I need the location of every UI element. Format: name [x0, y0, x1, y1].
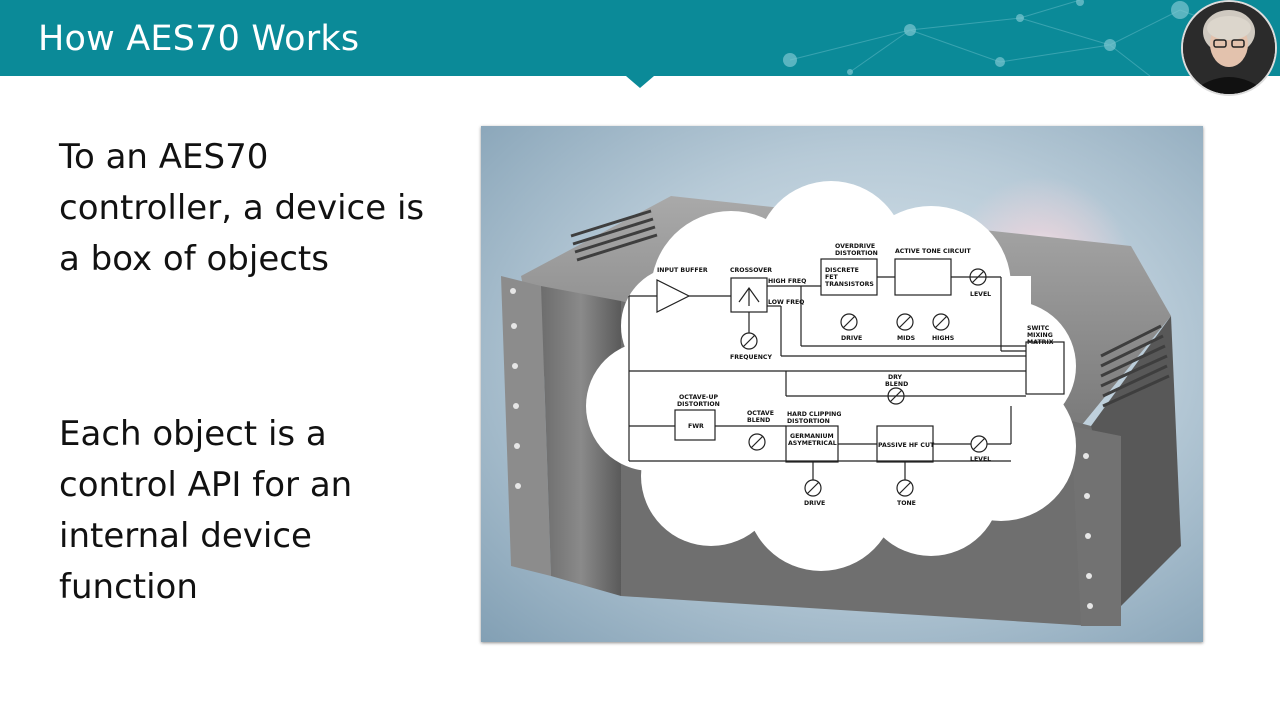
slide-header: How AES70 Works [0, 0, 1280, 76]
diagram-label: DRIVE [804, 500, 825, 507]
device-diagram-image: INPUT BUFFER CROSSOVER HIGH FREQ LOW FRE… [481, 126, 1203, 642]
diagram-label: DRIVE [841, 335, 862, 342]
presenter-webcam [1181, 0, 1277, 96]
diagram-label: LEVEL [970, 456, 991, 463]
diagram-label: MIDS [897, 335, 915, 342]
diagram-label: DISCRETE [825, 267, 859, 274]
diagram-label: DISTORTION [835, 250, 878, 257]
diagram-label: HIGHS [932, 335, 954, 342]
bullet-list: To an AES70 controller, a device is a bo… [59, 132, 439, 613]
diagram-label: FET [825, 274, 838, 281]
diagram-label: TRANSISTORS [825, 281, 874, 288]
diagram-label: INPUT BUFFER [657, 267, 708, 274]
slide-title: How AES70 Works [38, 19, 360, 59]
header-notch [626, 76, 654, 88]
diagram-label: OVERDRIVE [835, 243, 875, 250]
diagram-label: DRY [888, 374, 903, 381]
diagram-label: ASYMETRICAL [788, 440, 837, 447]
bullet-item: To an AES70 controller, a device is a bo… [59, 137, 425, 279]
diagram-label: DISTORTION [677, 401, 720, 408]
diagram-label: OCTAVE [747, 410, 774, 417]
diagram-label: BLEND [747, 417, 770, 424]
network-decoration [783, 0, 1265, 76]
diagram-label: TONE [897, 500, 916, 507]
bullet-item: Each object is a control API for an inte… [59, 414, 353, 607]
diagram-label: BLEND [885, 381, 908, 388]
diagram-label: SWITC [1027, 325, 1050, 332]
diagram-label: PASSIVE HF CUT [878, 442, 935, 449]
diagram-label: MIXING [1027, 332, 1053, 339]
diagram-label: FWR [688, 423, 704, 430]
diagram-label: ACTIVE TONE CIRCUIT [895, 248, 972, 255]
diagram-label: CROSSOVER [730, 267, 772, 274]
diagram-label: FREQUENCY [730, 354, 772, 361]
diagram-label: HIGH FREQ [768, 278, 806, 285]
diagram-label: LEVEL [970, 291, 991, 298]
diagram-label: MATRIX [1027, 339, 1054, 346]
diagram-label: HARD CLIPPING [787, 411, 841, 418]
diagram-label: DISTORTION [787, 418, 830, 425]
diagram-label: OCTAVE-UP [679, 394, 719, 401]
diagram-label: GERMANIUM [790, 433, 834, 440]
diagram-label: LOW FREQ [768, 299, 804, 306]
